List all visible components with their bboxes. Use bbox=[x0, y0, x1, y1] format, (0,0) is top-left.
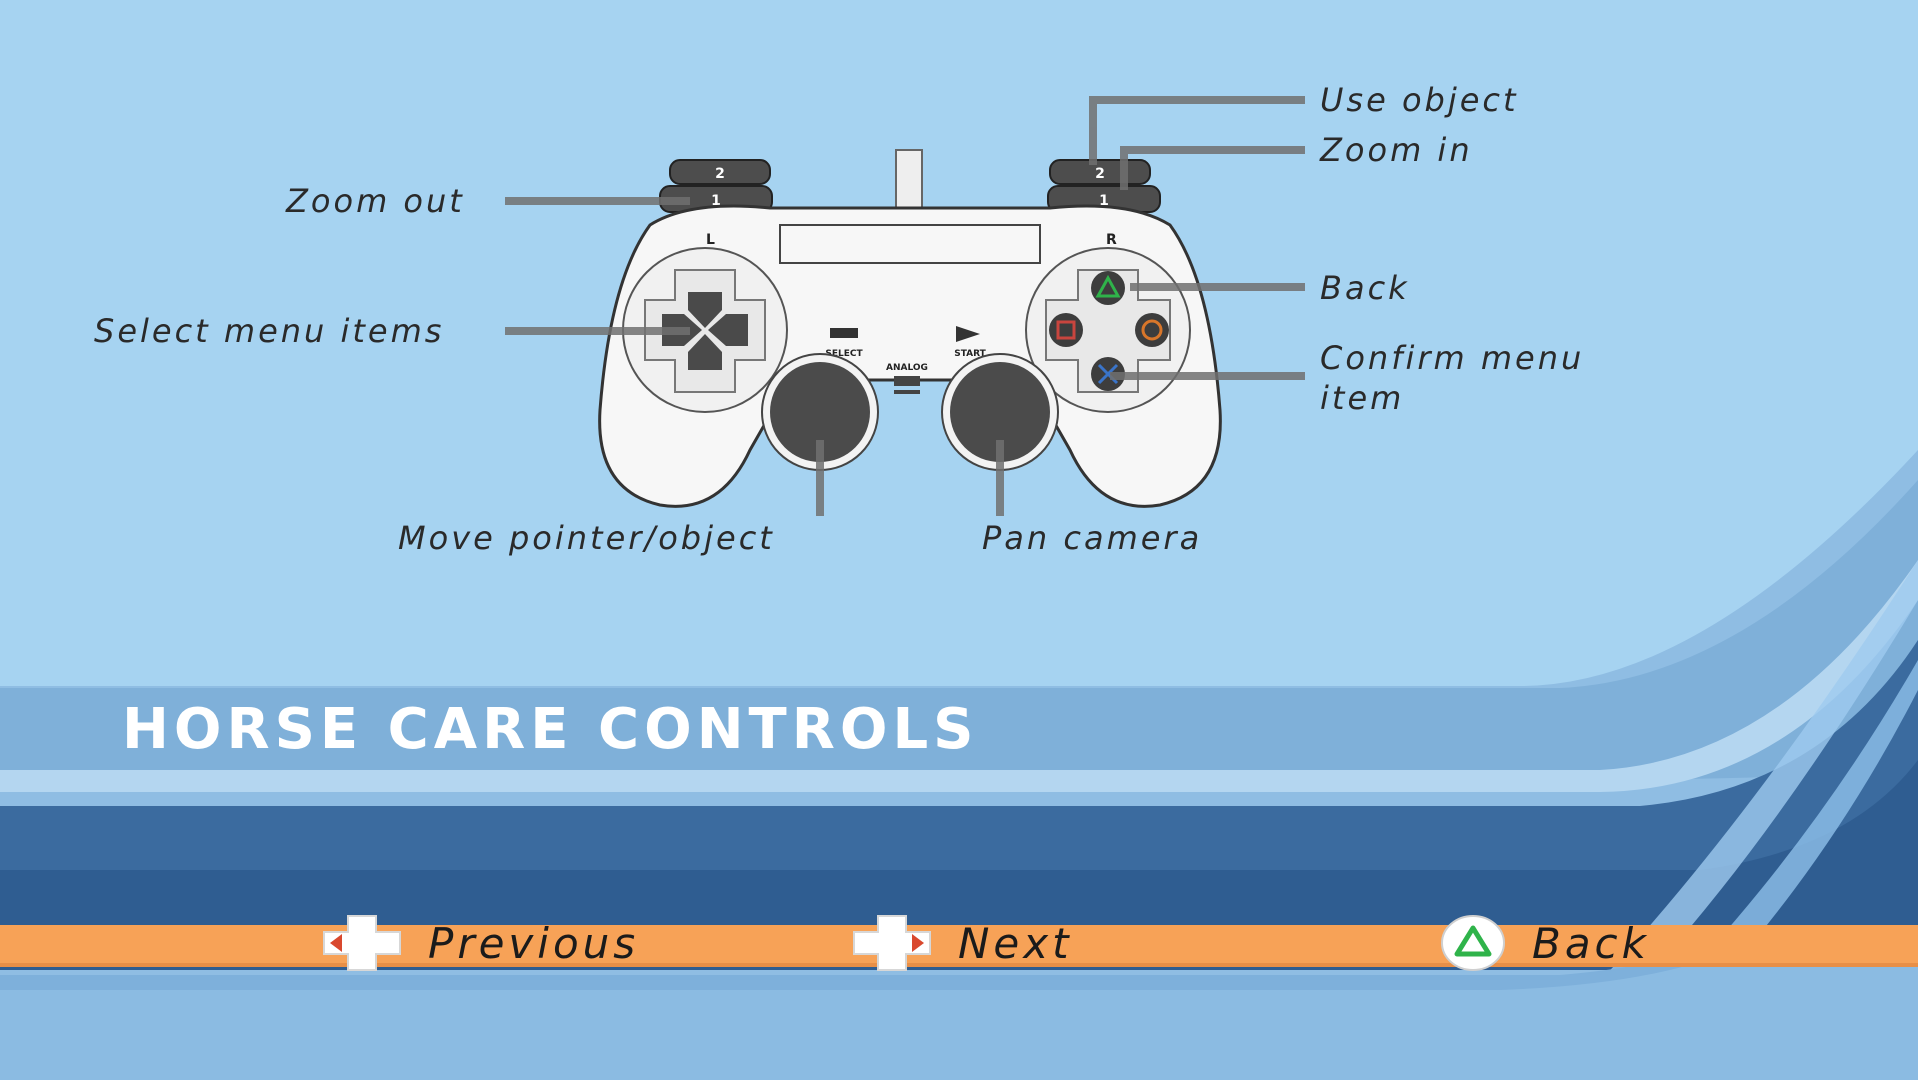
r1-glyph: 1 bbox=[1099, 193, 1109, 209]
label-use-object: Use object bbox=[1320, 81, 1519, 119]
controller-diagram: 2 1 2 1 L R SELECT START ANALOG bbox=[598, 149, 1222, 508]
label-pan-camera: Pan camera bbox=[982, 519, 1203, 557]
nav-next-label: Next bbox=[958, 918, 1073, 968]
circle-button bbox=[1135, 313, 1169, 347]
dpad-left-icon bbox=[323, 915, 401, 971]
nav-previous-label: Previous bbox=[428, 918, 640, 968]
label-confirm-menu-item-line2: item bbox=[1320, 379, 1405, 417]
left-stick bbox=[770, 362, 870, 462]
select-glyph: SELECT bbox=[825, 349, 863, 359]
nav-previous[interactable]: Previous bbox=[322, 914, 639, 972]
nav-back-label: Back bbox=[1532, 918, 1650, 968]
right-side-glyph: R bbox=[1106, 232, 1117, 248]
left-side-glyph: L bbox=[706, 232, 715, 248]
triangle-button-icon bbox=[1441, 915, 1505, 971]
nav-next[interactable]: Next bbox=[852, 914, 1073, 972]
label-back: Back bbox=[1320, 269, 1410, 307]
screen-title: HORSE CARE CONTROLS bbox=[122, 697, 979, 762]
left-shoulder-2 bbox=[669, 159, 771, 185]
nav-back[interactable]: Back bbox=[1440, 914, 1650, 972]
right-stick bbox=[950, 362, 1050, 462]
label-zoom-out: Zoom out bbox=[286, 182, 465, 220]
label-move-pointer: Move pointer/object bbox=[398, 519, 775, 557]
analog-glyph: ANALOG bbox=[886, 363, 928, 373]
label-select-menu-items: Select menu items bbox=[94, 312, 445, 350]
label-confirm-menu-item: Confirm menu bbox=[1320, 339, 1585, 377]
l1-glyph: 1 bbox=[711, 193, 721, 209]
r2-glyph: 2 bbox=[1095, 166, 1105, 182]
l2-glyph: 2 bbox=[715, 166, 725, 182]
label-zoom-in: Zoom in bbox=[1320, 131, 1473, 169]
dpad-right-icon bbox=[853, 915, 931, 971]
start-glyph: START bbox=[954, 349, 986, 359]
